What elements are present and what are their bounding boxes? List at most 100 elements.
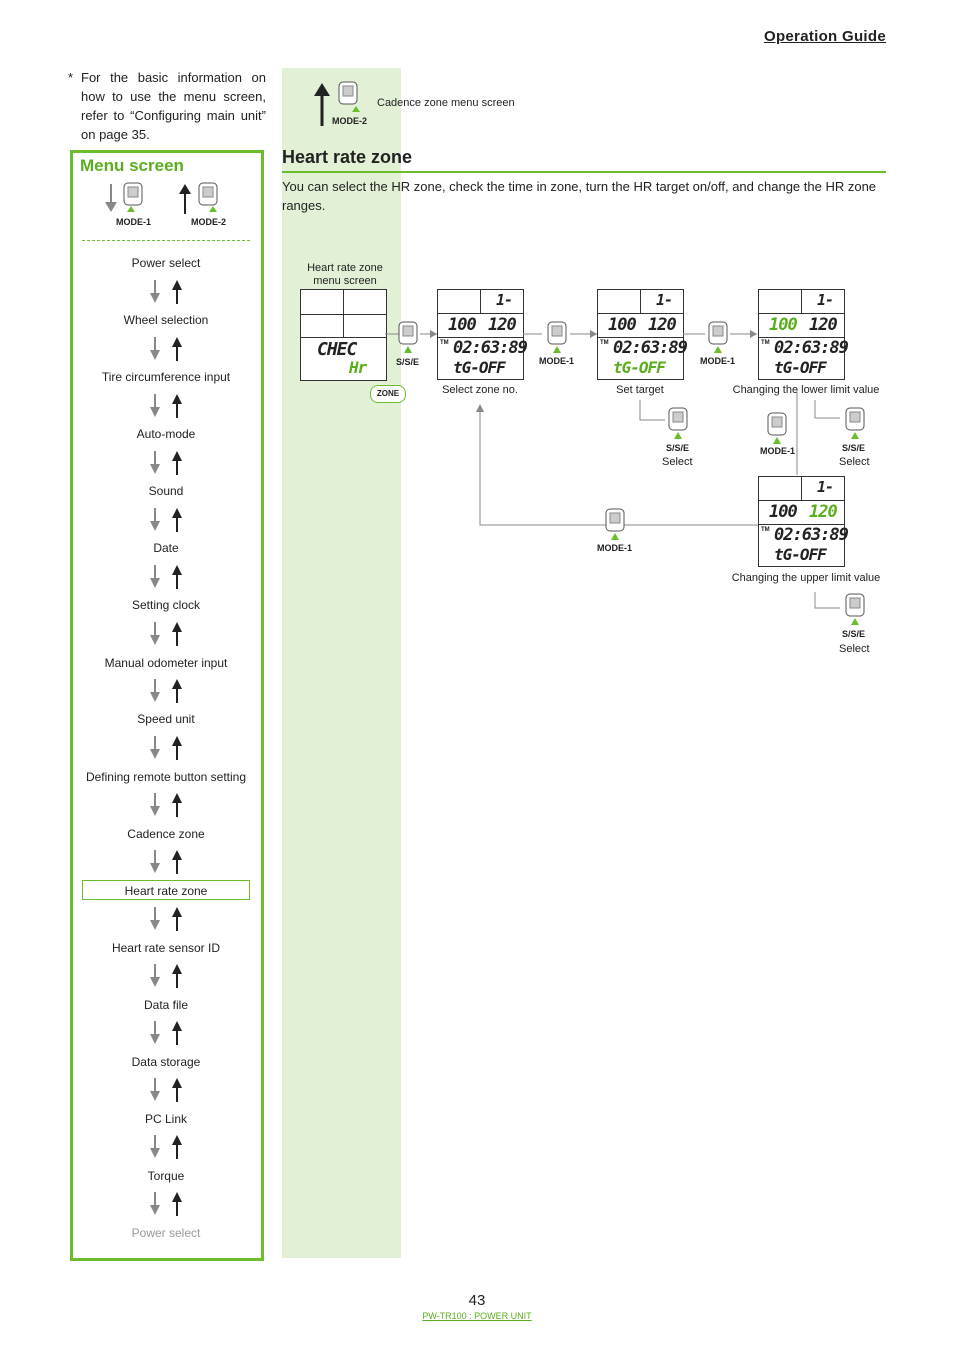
menu-item: Tire circumference input [101,370,231,384]
down-arrow-icon [150,850,160,873]
menu-nav-arrows [150,907,182,931]
menu-nav-arrows [150,736,182,760]
section-rule [282,171,886,173]
up-arrow-icon [172,1192,182,1216]
up-arrow-icon [172,394,182,418]
page-header-title: Operation Guide [763,28,886,45]
down-arrow-icon [150,1192,160,1215]
up-arrow-icon [314,83,330,126]
note-asterisk: * [68,70,74,85]
device-button-icon [398,321,418,353]
cadence-zone-link-label: Cadence zone menu screen [377,97,515,109]
lcd-target-status: tG-OFF [613,358,666,377]
sse-button-label: S/S/E [842,443,866,453]
menu-item: Auto-mode [136,427,196,441]
menu-lcd-line1: CHEC [317,339,357,360]
menu-item: Sound [148,484,184,498]
lcd-zone-number: 1- [817,291,834,309]
up-arrow-icon [172,907,182,931]
menu-nav-arrows [150,451,182,475]
down-arrow-icon [150,394,160,417]
menu-nav-arrows [150,565,182,589]
menu-item: Date [153,541,179,555]
menu-item: Speed unit [137,712,195,726]
down-arrow-icon [105,184,117,212]
down-arrow-icon [150,1135,160,1158]
menu-nav-arrows [150,1021,182,1045]
lcd-upper-limit: 120 [809,502,838,522]
mode1-button-label: MODE-1 [760,446,796,456]
diagram-connectors [385,330,840,609]
down-arrow-icon [150,793,160,816]
zone-tag: ZONE [370,385,406,403]
menu-item: Wheel selection [123,313,209,327]
up-arrow-icon [172,679,182,703]
sse-button-label: S/S/E [666,443,690,453]
page-number: 43 [468,1292,486,1309]
top-nav-graphic [314,81,360,126]
menu-item: PC Link [144,1112,188,1126]
down-arrow-icon [150,1021,160,1044]
menu-nav-arrows [150,964,182,988]
sse-button-label: S/S/E [842,629,866,639]
down-arrow-icon [150,1078,160,1101]
menu-nav-arrows [150,1135,182,1159]
lcd-target-status: tG-OFF [453,358,506,377]
lcd-time-in-zone: 02:63:89 [613,338,688,358]
down-arrow-icon [150,964,160,987]
menu-nav-arrows [150,679,182,703]
mode1-label: MODE-1 [116,217,152,227]
menu-nav-arrows [150,850,182,874]
down-arrow-icon [150,508,160,531]
down-arrow-icon [150,907,160,930]
lcd-time-in-zone: 02:63:89 [774,338,849,358]
lcd-lower-limit: 100 [608,315,637,335]
menu-nav-arrows [150,793,182,817]
device-button-icon [605,508,625,540]
menu-nav-arrows [150,1078,182,1102]
down-arrow-icon [150,451,160,474]
up-arrow-icon [172,1078,182,1102]
menu-item-current: Heart rate zone [82,880,250,900]
up-arrow-icon [179,184,191,214]
up-arrow-icon [172,1021,182,1045]
screen-caption: Changing the lower limit value [732,384,880,396]
lcd-upper-limit: 120 [648,315,677,335]
menu-item: Heart rate sensor ID [111,941,221,955]
down-arrow-icon [150,280,160,303]
select-label: Select [662,456,693,468]
note-text: For the basic information on how to use … [81,70,266,142]
top-nav-mode2-label: MODE-2 [332,116,368,126]
up-arrow-icon [172,736,182,760]
mode1-button-label: MODE-1 [597,543,633,553]
down-arrow-icon [150,679,160,702]
up-arrow-icon [172,508,182,532]
device-button-icon [845,407,865,439]
menu-screen-box [70,150,264,1261]
menu-nav-arrows [150,622,182,646]
up-arrow-icon [172,793,182,817]
screen-caption: Changing the upper limit value [731,572,881,584]
lcd-target-status: tG-OFF [774,358,827,377]
device-button-icon [845,593,865,625]
up-arrow-icon [172,850,182,874]
menu-item: Setting clock [131,598,201,612]
menu-item: Data file [143,998,189,1012]
lcd-lower-limit: 100 [448,315,477,335]
menu-item: Manual odometer input [104,656,228,670]
sse-button-label: S/S/E [396,357,420,367]
menu-item: Cadence zone [127,827,205,841]
lcd-lower-limit: 100 [769,502,798,522]
menu-nav-arrows [150,394,182,418]
green-band [282,68,401,1258]
select-label: Select [839,456,870,468]
menu-screen-title: Menu screen [80,156,184,175]
select-label: Select [839,643,870,655]
menu-legend [105,182,218,214]
up-arrow-icon [172,451,182,475]
menu-nav-arrows [150,280,182,304]
